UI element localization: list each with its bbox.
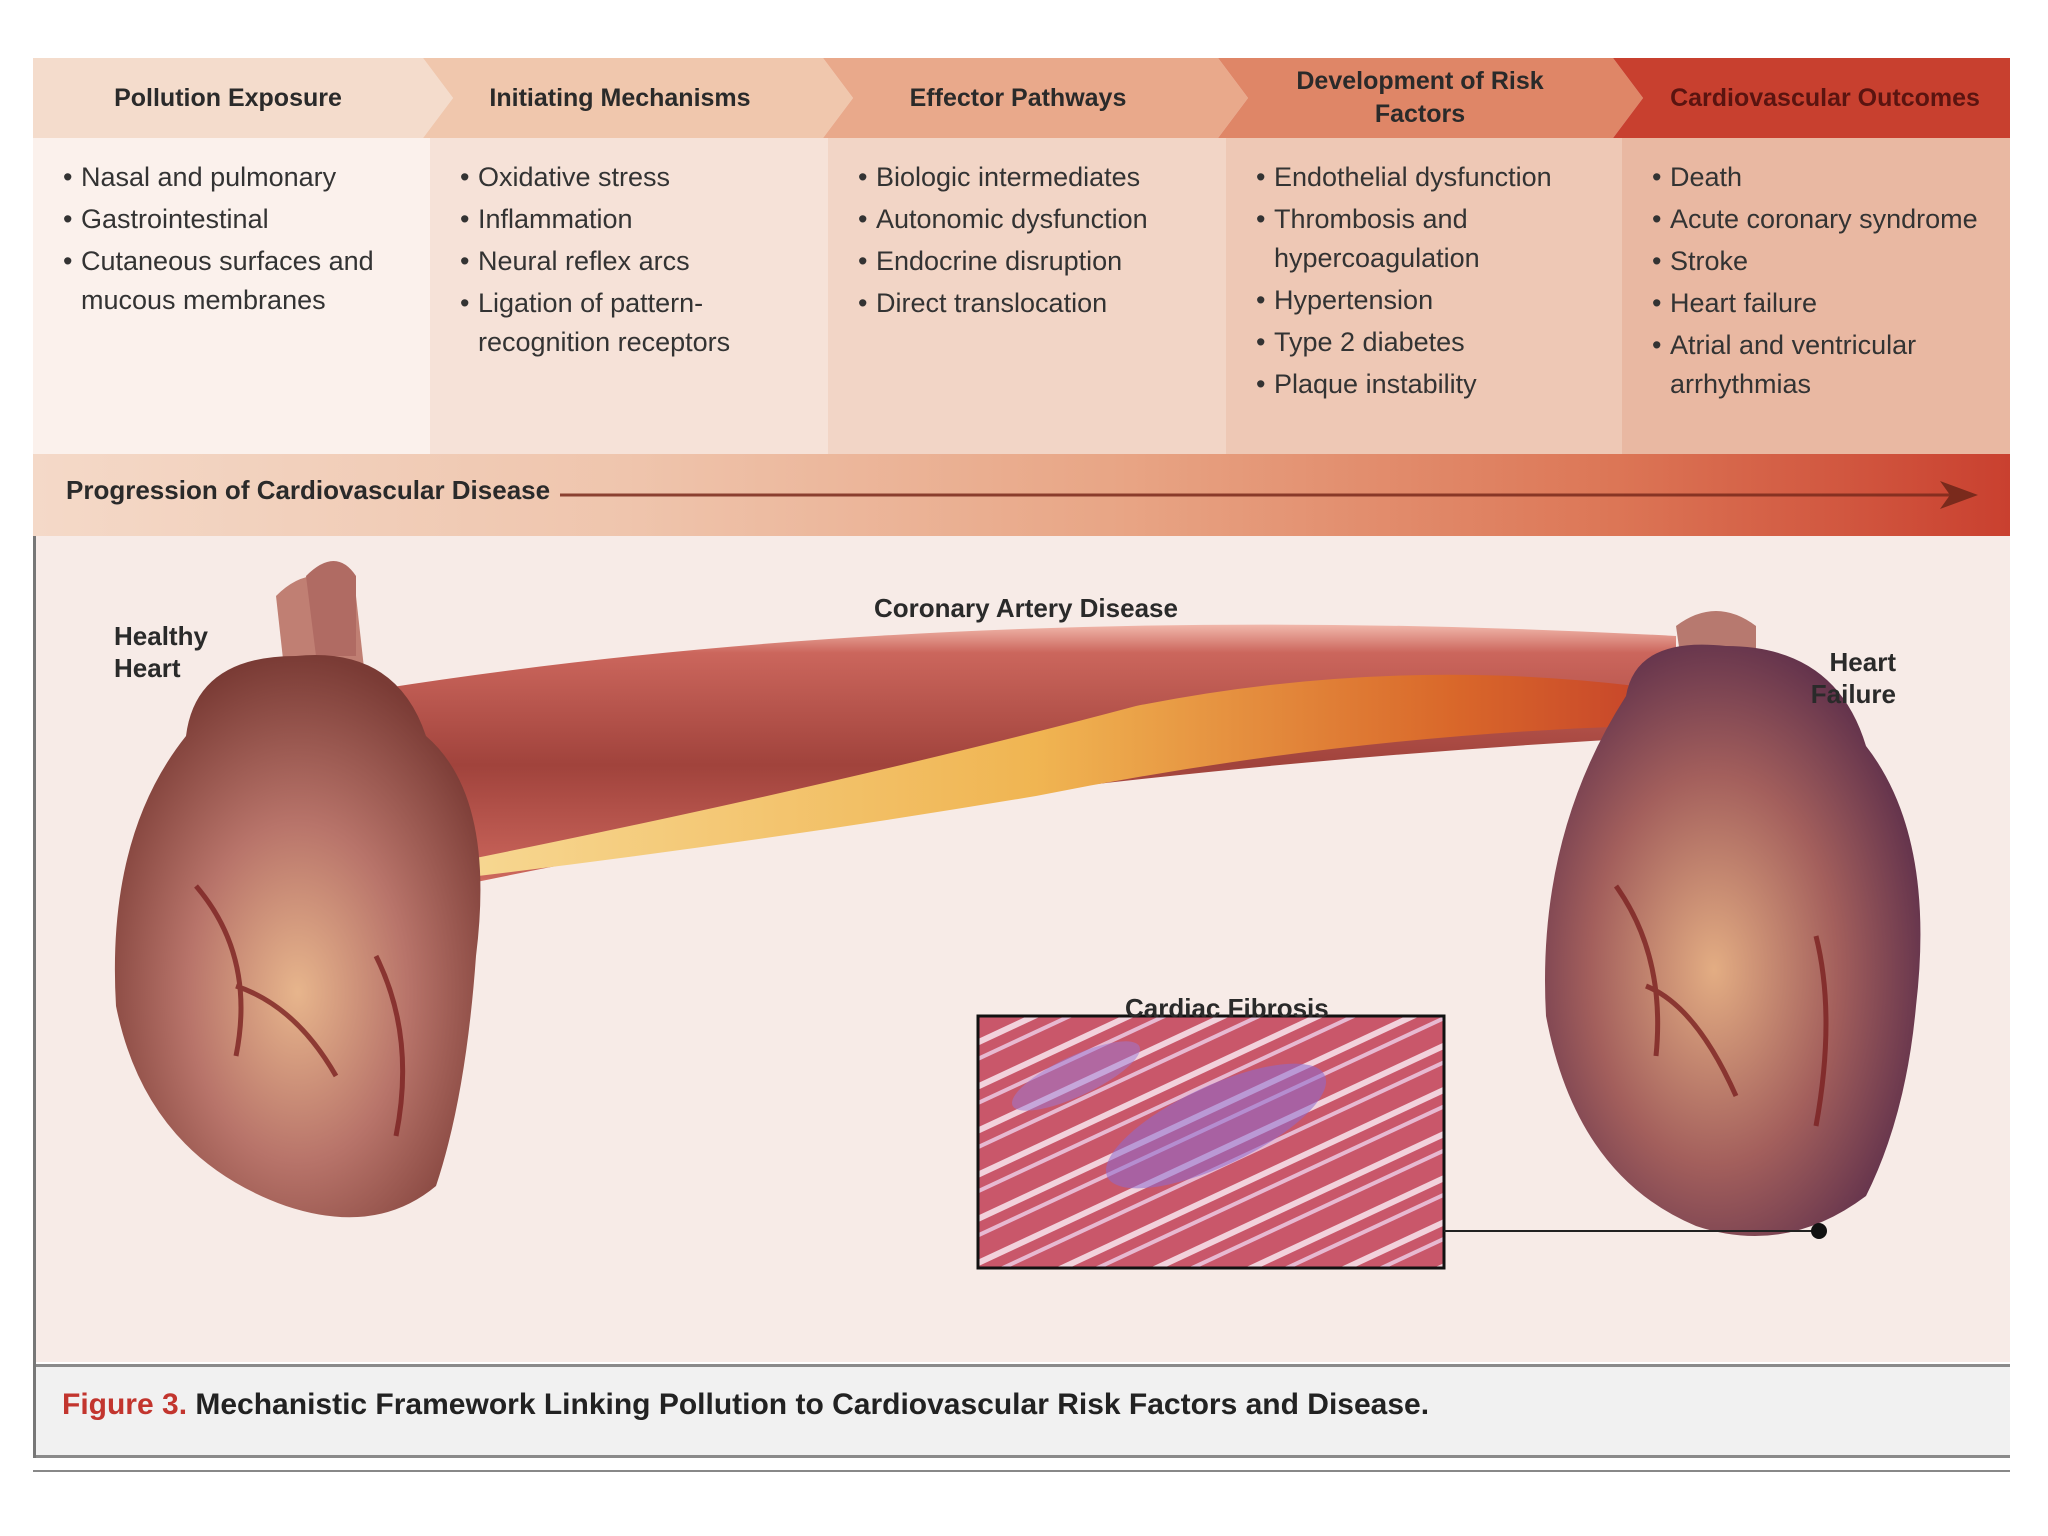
heart-failure-label: Heart Failure	[1810, 647, 1896, 709]
list-item: Stroke	[1650, 242, 2000, 281]
column-header-pollution-exposure: Pollution Exposure	[114, 83, 342, 112]
column-list-cardiovascular-outcomes: Death Acute coronary syndrome Stroke Hea…	[1622, 138, 2010, 454]
list-item: Death	[1650, 158, 2000, 197]
list-item: Cutaneous surfaces and mucous membranes	[61, 242, 410, 320]
caption-band	[36, 1364, 2010, 1458]
list-item: Acute coronary syndrome	[1650, 200, 2000, 239]
plaque-buildup	[436, 674, 1636, 881]
fibrosis-pointer-dot	[1811, 1223, 1827, 1239]
bottom-rule	[33, 1470, 2010, 1472]
list-item: Endocrine disruption	[856, 242, 1206, 281]
heart-disease-illustration	[114, 561, 1921, 1270]
list-item: Heart failure	[1650, 284, 2000, 323]
list-item: Endothelial dysfunction	[1254, 158, 1602, 197]
list-item: Autonomic dysfunction	[856, 200, 1206, 239]
list-item: Plaque instability	[1254, 365, 1602, 404]
figure-frame	[33, 58, 2010, 1458]
fibrosis-label: Cardiac Fibrosis	[1125, 993, 1329, 1023]
column-header-risk-factors: Development of Risk Factors	[1296, 67, 1544, 128]
list-item: Ligation of pattern-recognition receptor…	[458, 284, 808, 362]
list-item: Inflammation	[458, 200, 808, 239]
stage-header-band	[33, 58, 2010, 138]
stage-chevron-5	[1613, 58, 2010, 138]
list-item: Oxidative stress	[458, 158, 808, 197]
healthy-heart	[114, 561, 481, 1218]
figure-caption-text: Mechanistic Framework Linking Pollution …	[195, 1388, 1430, 1421]
column-header-effector-pathways: Effector Pathways	[909, 83, 1127, 112]
failing-heart	[1545, 611, 1921, 1236]
progression-label: Progression of Cardiovascular Disease	[66, 475, 551, 505]
column-list-risk-factors: Endothelial dysfunction Thrombosis and h…	[1226, 138, 1622, 454]
column-list-pollution-exposure: Nasal and pulmonary Gastrointestinal Cut…	[33, 138, 430, 454]
healthy-heart-label: Healthy Heart	[114, 621, 208, 683]
stage-chevron-3	[823, 58, 1248, 138]
stage-chevron-1	[33, 58, 453, 138]
list-item: Biologic intermediates	[856, 158, 1206, 197]
coronary-artery-label: Coronary Artery Disease	[874, 593, 1178, 623]
list-item: Hypertension	[1254, 281, 1602, 320]
column-header-cardiovascular-outcomes: Cardiovascular Outcomes	[1670, 83, 1980, 112]
figure-caption: Figure 3. Mechanistic Framework Linking …	[62, 1388, 1429, 1422]
column-list-initiating-mechanisms: Oxidative stress Inflammation Neural ref…	[430, 138, 828, 454]
list-item: Type 2 diabetes	[1254, 323, 1602, 362]
figure-number: Figure 3.	[62, 1388, 188, 1421]
list-item: Gastrointestinal	[61, 200, 410, 239]
list-item: Nasal and pulmonary	[61, 158, 410, 197]
column-list-effector-pathways: Biologic intermediates Autonomic dysfunc…	[828, 138, 1226, 454]
list-item: Atrial and ventricular arrhythmias	[1650, 326, 2000, 404]
stage-chevron-4	[1218, 58, 1643, 138]
column-header-initiating-mechanisms: Initiating Mechanisms	[489, 83, 751, 112]
list-item: Neural reflex arcs	[458, 242, 808, 281]
progression-arrow-icon	[560, 481, 1978, 509]
list-item: Thrombosis and hypercoagulation	[1254, 200, 1602, 278]
list-item: Direct translocation	[856, 284, 1206, 323]
stage-chevron-2	[423, 58, 853, 138]
